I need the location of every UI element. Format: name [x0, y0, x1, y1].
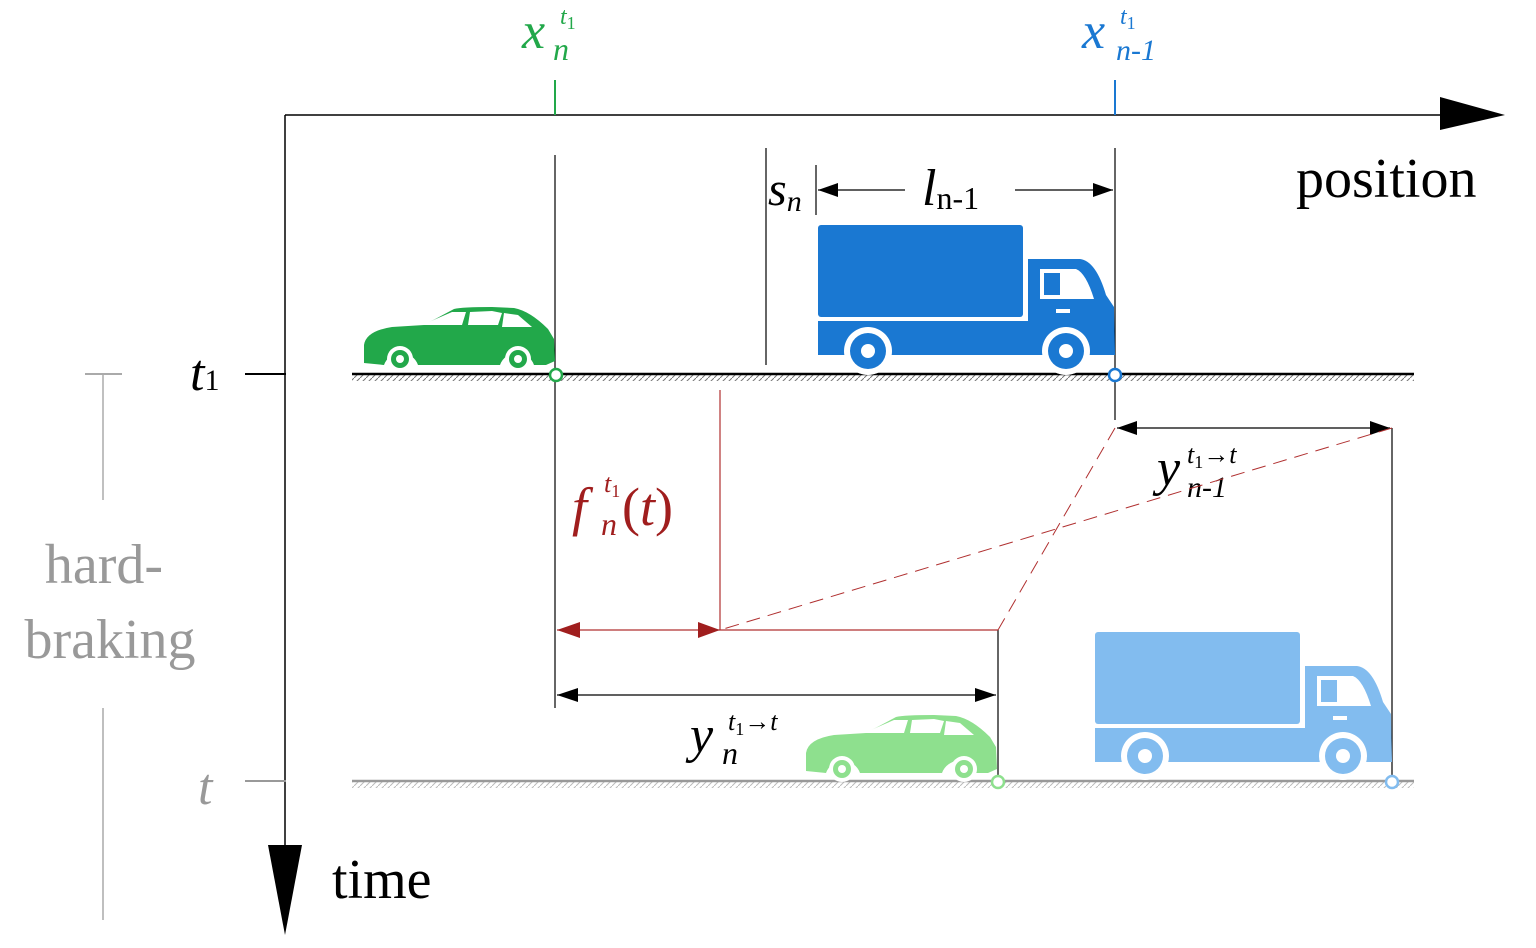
svg-text:t1: t1	[1120, 4, 1136, 33]
time-axis-label: time	[332, 849, 432, 911]
hard-braking-label-line2: braking	[24, 609, 195, 671]
dashed-projection-lower	[719, 427, 1393, 631]
svg-text:n: n	[601, 506, 617, 542]
position-axis	[285, 97, 1505, 130]
hard-braking-label-line1: hard-	[45, 534, 163, 596]
t-label: t	[198, 759, 214, 816]
leader-front-marker	[1107, 367, 1123, 383]
braking-function-label: f t1 n (t)	[572, 469, 673, 542]
time-axis	[268, 115, 302, 935]
leader-travel-label: y t1→t n-1	[1152, 440, 1237, 504]
leader-position-label: x t1 n-1	[1081, 3, 1156, 67]
truck-icon	[818, 225, 1115, 375]
svg-text:n-1: n-1	[1116, 34, 1156, 67]
svg-text:n: n	[553, 31, 569, 67]
svg-text:(t): (t)	[622, 477, 673, 537]
truck-icon	[1095, 632, 1392, 780]
svg-text:f: f	[572, 477, 594, 537]
length-label: ln-1	[922, 160, 979, 217]
position-axis-label: position	[1296, 148, 1476, 210]
svg-text:t1: t1	[604, 469, 620, 501]
svg-text:t1→t: t1→t	[1187, 440, 1237, 472]
gap-label: sn	[768, 163, 802, 218]
follower-travel-dimension	[557, 688, 996, 702]
svg-text:y: y	[685, 707, 714, 764]
hard-braking-bracket	[85, 373, 122, 920]
ground-t	[352, 779, 1414, 788]
ghost-leader-front-marker	[1384, 774, 1400, 790]
svg-text:x: x	[521, 3, 545, 60]
svg-text:t1→t: t1→t	[728, 707, 778, 739]
svg-text:n: n	[722, 735, 738, 771]
leader-travel-dimension	[1117, 421, 1390, 435]
ground-t1	[352, 372, 1414, 381]
car-icon	[806, 715, 997, 782]
svg-text:t1: t1	[560, 4, 576, 33]
follower-travel-label: y t1→t n	[685, 707, 778, 771]
dashed-projection-upper	[997, 427, 1116, 631]
ghost-follower-front-marker	[990, 774, 1006, 790]
length-dimension	[818, 183, 1113, 197]
svg-text:x: x	[1081, 3, 1105, 60]
t1-label: t1	[190, 345, 219, 402]
svg-text:y: y	[1152, 440, 1181, 497]
follower-position-label: x t1 n	[521, 3, 576, 67]
car-icon	[364, 307, 555, 372]
braking-dimension	[557, 622, 998, 638]
follower-front-marker	[548, 367, 564, 383]
